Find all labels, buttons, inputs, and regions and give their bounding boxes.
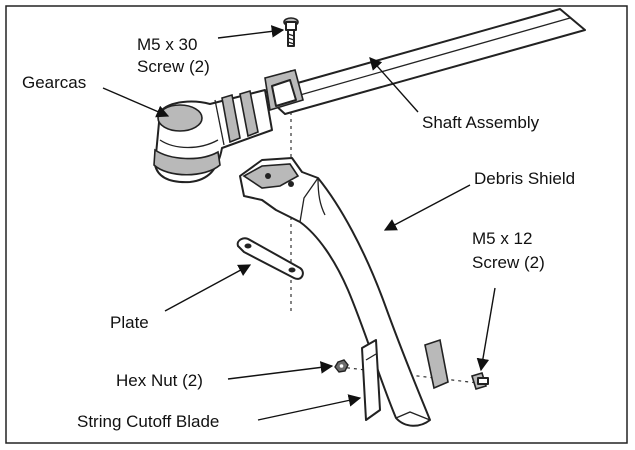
leader-m5x30: [217, 25, 285, 39]
leader-shaft: [369, 57, 419, 113]
leader-m5x12: [476, 287, 496, 372]
label-m5x30-qty: Screw (2): [137, 57, 210, 76]
m5x30-screw: [283, 17, 299, 47]
label-plate: Plate: [110, 313, 149, 332]
label-hex-nut: Hex Nut (2): [116, 371, 203, 390]
leader-hexnut: [227, 361, 334, 380]
label-string-cutoff-blade: String Cutoff Blade: [77, 412, 219, 431]
label-m5x12-qty: Screw (2): [472, 253, 545, 272]
debris-shield: [239, 157, 449, 427]
label-shaft-assembly: Shaft Assembly: [422, 113, 540, 132]
leader-shield: [383, 184, 471, 231]
hex-nut: [334, 359, 349, 373]
leader-blade: [257, 394, 362, 421]
shaft-assembly: [261, 8, 586, 115]
label-m5x12-size: M5 x 12: [472, 229, 532, 248]
leader-plate: [164, 264, 252, 312]
label-debris-shield: Debris Shield: [474, 169, 575, 188]
label-m5x30-size: M5 x 30: [137, 35, 197, 54]
leader-gearcase: [102, 87, 170, 118]
string-cutoff-blade: [361, 339, 381, 421]
label-gearcase: Gearcas: [22, 73, 86, 92]
m5x12-screw: [470, 372, 489, 390]
diagram-frame: [5, 5, 628, 444]
gearcase: [153, 89, 273, 184]
plate: [236, 237, 304, 280]
